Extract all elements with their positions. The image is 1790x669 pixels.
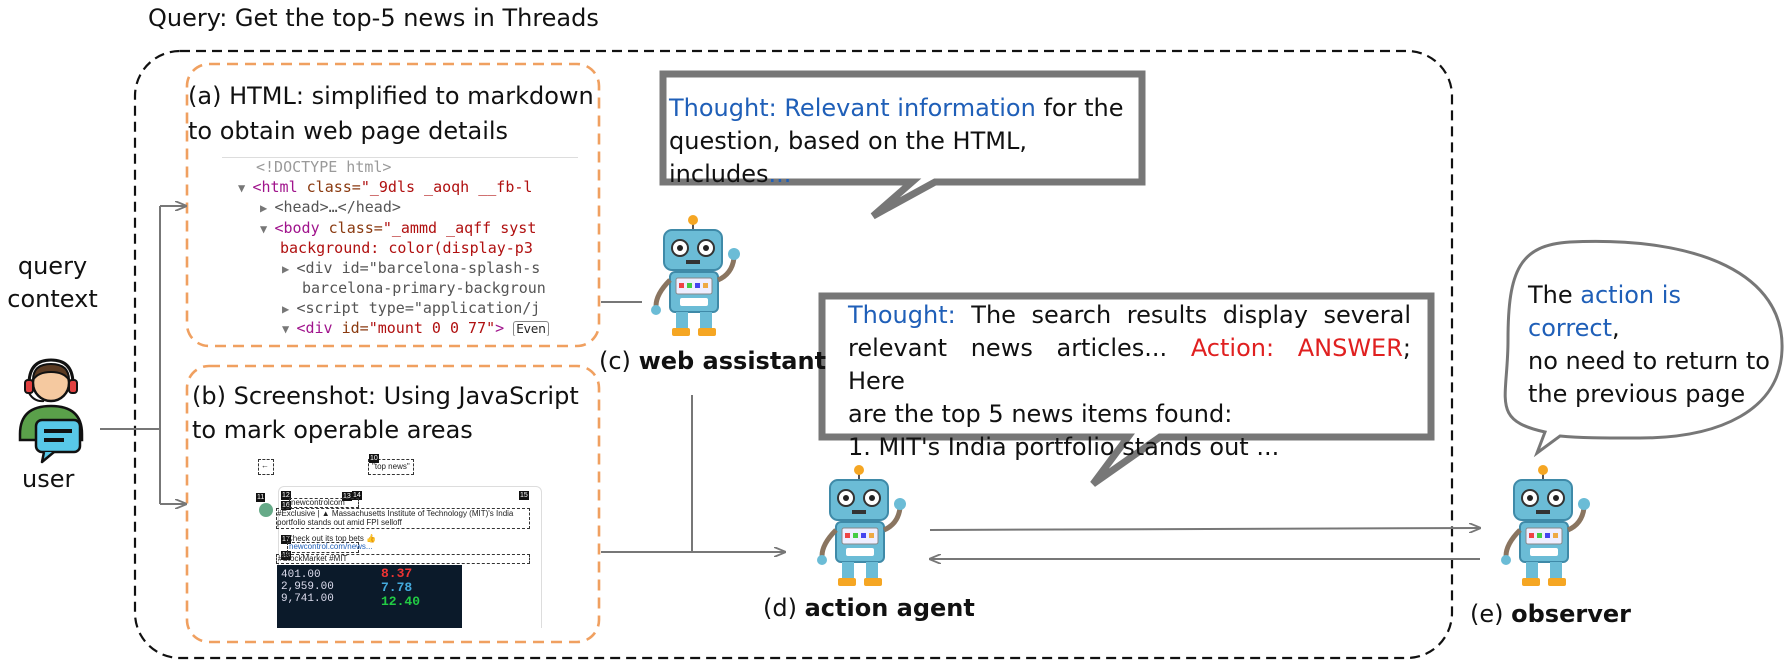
action-agent-label: (d) action agent xyxy=(763,592,975,625)
search-box[interactable]: "top news" xyxy=(368,459,414,475)
screenshot-thumbnail: ← "top news" 10 11 12 13 14 15 16 17 18 … xyxy=(256,453,542,628)
bubble-e-shape xyxy=(1503,239,1784,458)
bubble-e-line3: the previous page xyxy=(1528,380,1746,408)
code-div2-tag: <div xyxy=(296,319,333,336)
action-agent-robot-icon xyxy=(817,465,906,586)
post-link[interactable]: newcontrol.com/news... xyxy=(287,542,373,553)
html-code-view: <!DOCTYPE html> ▼ <html class="_9dls _ao… xyxy=(222,157,578,336)
panel-b-title-line1: (b) Screenshot: Using JavaScript xyxy=(192,382,579,410)
code-script[interactable]: <script type="application/j xyxy=(296,298,541,317)
bubble-e-text: The action is correct, no need to return… xyxy=(1528,279,1778,411)
post-line3: Check out its top bets 👍 xyxy=(287,534,377,543)
bubble-d-action: Action: ANSWER xyxy=(1190,334,1403,362)
code-div2-attr: id= xyxy=(332,319,369,336)
link-text: newcontrol.com/news... xyxy=(289,542,373,551)
system-frame xyxy=(133,49,1454,660)
back-button[interactable]: ← xyxy=(258,459,274,475)
post-line2: portfolio stands out amid FPI selloff xyxy=(277,518,402,527)
query-label: Query: Get the top-5 news in Threads xyxy=(148,4,599,32)
observer-robot-icon xyxy=(1501,465,1590,586)
bubble-d-line4: 1. MIT's India portfolio stands out ... xyxy=(848,433,1280,461)
web-assistant-name: web assistant xyxy=(638,347,827,375)
post-card xyxy=(278,486,542,628)
code-body-val: "_ammd _aqff syst xyxy=(382,218,537,237)
user-avatar-icon xyxy=(18,358,84,464)
tick-3: 8.37 xyxy=(381,566,413,581)
web-assistant-letter: (c) xyxy=(599,347,639,375)
bubble-e-line1a: The xyxy=(1528,281,1581,309)
code-body-tag: <body xyxy=(274,218,320,237)
code-div2-val: "mount_0_0_77" xyxy=(368,319,496,336)
web-assistant-label: (c) web assistant xyxy=(599,345,826,378)
bubble-d-line1: The search results display several xyxy=(955,301,1411,329)
code-div1b: barcelona-primary-backgroun xyxy=(302,279,546,297)
bubble-e-comma: , xyxy=(1612,314,1620,342)
site-handle[interactable]: newcontrolcom xyxy=(289,498,359,508)
tick-4: 7.78 xyxy=(381,580,413,595)
panel-a-title-line2: to obtain web page details xyxy=(188,117,509,145)
user-context: query context xyxy=(0,250,105,316)
bubble-d-text: Thought: The search results display seve… xyxy=(848,299,1411,464)
query-word: query xyxy=(17,252,88,280)
tag-text: #StockMarket #MIT xyxy=(278,554,348,563)
bubble-d-line2a: relevant news articles... xyxy=(848,334,1191,362)
tick-5: 12.40 xyxy=(381,594,421,609)
panel-b-frame xyxy=(185,364,601,644)
code-div1[interactable]: <div id="barcelona-splash-s xyxy=(296,258,541,277)
panel-a-title-line1: (a) HTML: simplified to markdown xyxy=(188,82,594,110)
bubble-c-thought: Thought: Relevant information xyxy=(669,94,1036,122)
post-line1: #Exclusive | ▲ Massachusetts Institute o… xyxy=(277,509,514,518)
bubble-c-ellipsis: ... xyxy=(768,160,792,188)
web-assistant-robot-icon xyxy=(651,215,740,336)
observer-label: (e) observer xyxy=(1470,598,1631,631)
bubble-c-shape xyxy=(659,70,1146,220)
stock-image[interactable]: 401.00 2,959.00 9,741.00 8.37 7.78 12.40 xyxy=(277,565,462,628)
code-html-val: "_9dls _aoqh __fb-l xyxy=(360,177,533,196)
tick-2: 9,741.00 xyxy=(281,593,334,605)
ticker-col2: 8.37 7.78 12.40 xyxy=(381,567,420,609)
post-text[interactable] xyxy=(276,508,530,529)
code-doctype: <!DOCTYPE html> xyxy=(256,158,392,176)
code-head[interactable]: <head>…</head> xyxy=(274,198,401,216)
bubble-c-text: Thought: Relevant information for the qu… xyxy=(669,92,1139,191)
code-html-attr: class= xyxy=(297,177,361,196)
event-badge[interactable]: Even xyxy=(513,321,549,336)
bubble-d-line3: are the top 5 news items found: xyxy=(848,400,1233,428)
search-text: "top news" xyxy=(372,462,410,471)
bubble-c-line1: for the xyxy=(1035,94,1124,122)
action-agent-name: action agent xyxy=(804,594,975,622)
panel-a-frame xyxy=(185,62,601,348)
panel-b-title-line2: to mark operable areas xyxy=(192,416,473,444)
ticker-col1: 401.00 2,959.00 9,741.00 xyxy=(281,569,334,605)
action-agent-letter: (d) xyxy=(763,594,805,622)
observer-letter: (e) xyxy=(1470,600,1512,628)
tick-1: 2,959.00 xyxy=(281,581,334,593)
bubble-d-line2b: ; Here xyxy=(848,334,1411,395)
tick-0: 401.00 xyxy=(281,569,321,581)
code-div2-end: > xyxy=(495,319,505,336)
bubble-e-correct: action is correct xyxy=(1528,281,1681,342)
code-body-val2: background: color(display-p3 xyxy=(280,239,533,257)
bubble-d-shape xyxy=(818,292,1435,487)
user-label: user xyxy=(22,465,75,493)
avatar[interactable] xyxy=(259,503,273,517)
observer-name: observer xyxy=(1511,600,1631,628)
post-tags[interactable]: #StockMarket #MIT xyxy=(276,554,530,564)
code-body-attr: class= xyxy=(319,218,383,237)
context-word: context xyxy=(7,285,98,313)
bubble-d-thought: Thought: xyxy=(848,301,956,329)
code-html-tag: <html xyxy=(252,177,298,196)
bubble-c-line2: question, based on the HTML, includes xyxy=(669,127,1027,188)
bubble-e-line2: no need to return to xyxy=(1528,347,1770,375)
site-text: newcontrolcom xyxy=(291,498,345,507)
